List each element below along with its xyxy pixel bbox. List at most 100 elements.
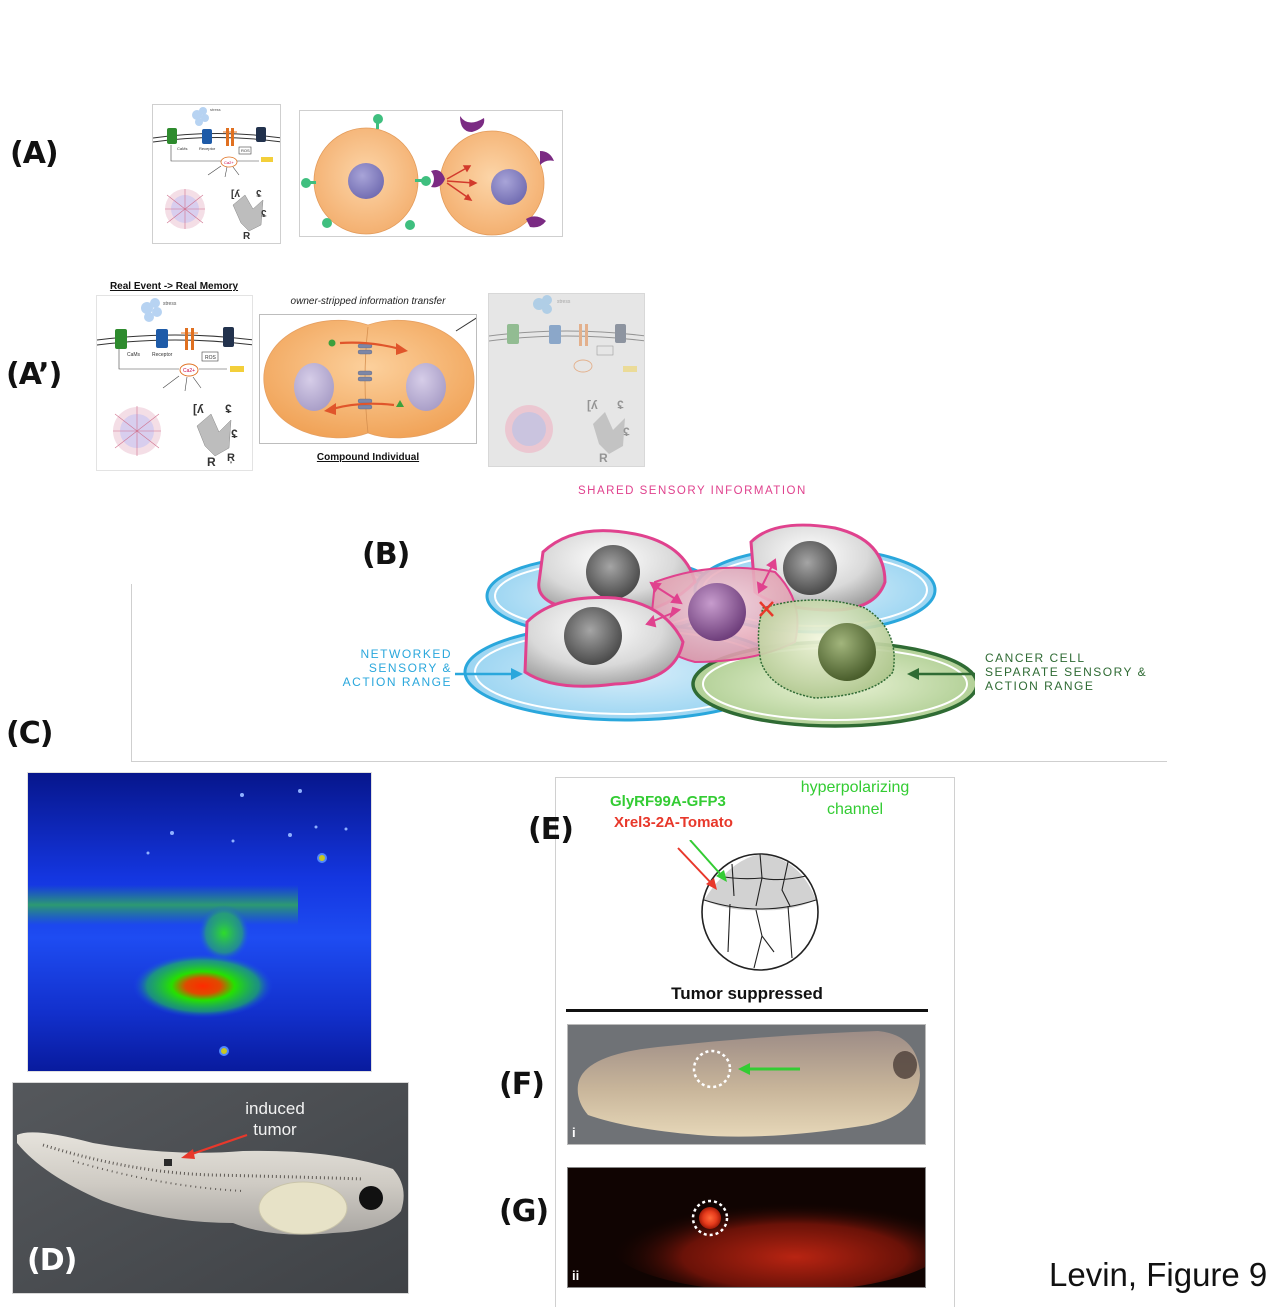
nucleus [491,169,527,205]
svg-text:ʢ: ʢ [617,398,624,412]
tadpole-tumor-photo [12,1082,409,1294]
cams-label: CaMs [127,352,141,358]
faded-signaling-diagram: stress [ʎ ʢ ʢ R [488,293,645,467]
transfer-arrow-left [331,402,395,411]
note-line: channel [826,801,884,818]
receptor-icon [156,329,168,348]
ros-sensor-icon [256,127,266,142]
nucleus [406,363,446,411]
panel-label-f: (F) [499,1067,545,1102]
blocked-communication-icon [759,601,774,617]
tadpole-fluorescence [608,1192,925,1287]
stress-label: stress [557,299,571,305]
tadpole-gut [258,1181,348,1235]
ros-label: ROS [205,355,217,361]
cancer-range-caption: CANCER CELL SEPARATE SENSORY & ACTION RA… [985,651,1147,693]
induced-tumor-annotation: induced tumor [240,1098,310,1140]
receptor-icons [431,116,554,228]
stress-label: stress [210,107,221,112]
svg-text:[ʎ: [ʎ [193,402,204,416]
panel-label-g: (G) [499,1194,549,1229]
transfer-caption: owner-stripped information transfer [290,296,446,307]
cancer-nucleus [818,623,876,681]
note-line: hyperpolarizing [800,779,910,796]
svg-text:[ʎ: [ʎ [587,398,598,412]
tumor-fluorescence-spot [699,1207,721,1229]
receptor-label: Receptor [199,146,216,151]
tomato-arrow [677,847,713,885]
ion-channel-icon [223,128,237,146]
nucleus [688,583,746,641]
tadpole-eye [893,1051,917,1079]
network-graph-icon [113,406,161,456]
construct-gfp-label: GlyRF99A-GFP3 [610,793,726,810]
panel-label-a-prime: (A’) [6,357,62,392]
calcium-label: Ca2+ [224,160,234,165]
caption-line: ACTION RANGE [342,675,452,689]
induced-tumor-spot [164,1159,172,1166]
fluorescent-band [28,885,298,925]
caption-line: SENSORY & [368,661,452,675]
stress-cloud-icon [192,107,209,126]
tadpole-body [577,1031,920,1137]
cam-channel-icon [115,329,127,349]
signaling-diagram-a-prime: stress ROS CaMs Receptor Ca2+ [ʎ ʢ [96,295,253,471]
gfp-arrow [689,840,723,877]
real-event-title: Real Event -> Real Memory [109,281,239,292]
network-graph-icon [165,189,205,229]
nucleus [586,545,640,599]
svg-text:ʢ: ʢ [225,402,232,416]
stress-cloud-icon [141,298,162,322]
cams-label: CaMs [177,146,187,151]
blastomere-divisions [703,853,817,969]
nucleus [348,163,384,199]
networked-range-arrow [455,668,523,680]
networked-range-caption: NETWORKED SENSORY & ACTION RANGE [330,647,452,689]
svg-text:Ŗ: Ŗ [227,452,235,464]
ligand-icons [301,114,431,230]
landscape-surface-icon: [ʎ ʢ ʢ R [231,189,267,242]
nucleus [564,607,622,665]
caption-line: ACTION RANGE [985,679,1095,693]
nucleus [294,363,334,411]
transfer-arrow-right [339,341,401,351]
receptor-label: Receptor [152,352,173,358]
cancer-range-arrow [907,668,975,680]
svg-text:ʢ: ʢ [261,209,267,220]
tumor-pointer-arrow [188,1133,248,1157]
svg-text:R: R [243,231,251,242]
subpanel-marker: i [572,1125,576,1140]
receptor-icon [202,129,212,144]
shared-sensory-caption: SHARED SENSORY INFORMATION [578,485,807,497]
fluorescent-bead [317,853,327,863]
tumor-hotspot [133,954,273,1018]
annotation-line: tumor [253,1120,297,1139]
figure-credit: Levin, Figure 9 [1049,1256,1268,1293]
landscape-surface-icon: [ʎ ʢ ʢ R Ŗ [193,402,238,469]
ion-channel-icon [181,328,198,350]
annotation-line: induced [245,1099,305,1118]
panel-label-c: (C) [6,716,53,751]
voltage-dye-image [27,772,372,1072]
calcium-label: Ca2+ [183,368,195,374]
tumor-suppressed-heading: Tumor suppressed [671,984,823,1003]
ros-sensor-icon [223,327,234,347]
ros-label: ROS [241,148,250,153]
caption-line: SEPARATE SENSORY & [985,665,1148,679]
panel-label-d: (D) [27,1243,77,1278]
signaling-diagram-a: stress ROS CaMs Receptor Ca2+ [ʎ ʢ [152,104,281,244]
panel-efg-frame [555,777,955,1307]
stress-cloud-icon [533,295,552,314]
svg-text:ʢ: ʢ [623,425,630,439]
caption-line: NETWORKED [360,647,452,661]
panel-label-e: (E) [528,812,574,847]
communication-arrows [645,558,778,628]
subpanel-marker: ii [572,1268,580,1283]
svg-text:R: R [207,455,216,469]
construct-tomato-label: Xrel3-2A-Tomato [614,814,733,831]
panel-label-b: (B) [362,537,410,572]
tumor-site-circle [691,1199,729,1237]
panel-b-divider-left [131,584,132,762]
signal-arrows [446,165,478,201]
hyperpolarizing-channel-note: hyperpolarizing channel [786,777,924,821]
